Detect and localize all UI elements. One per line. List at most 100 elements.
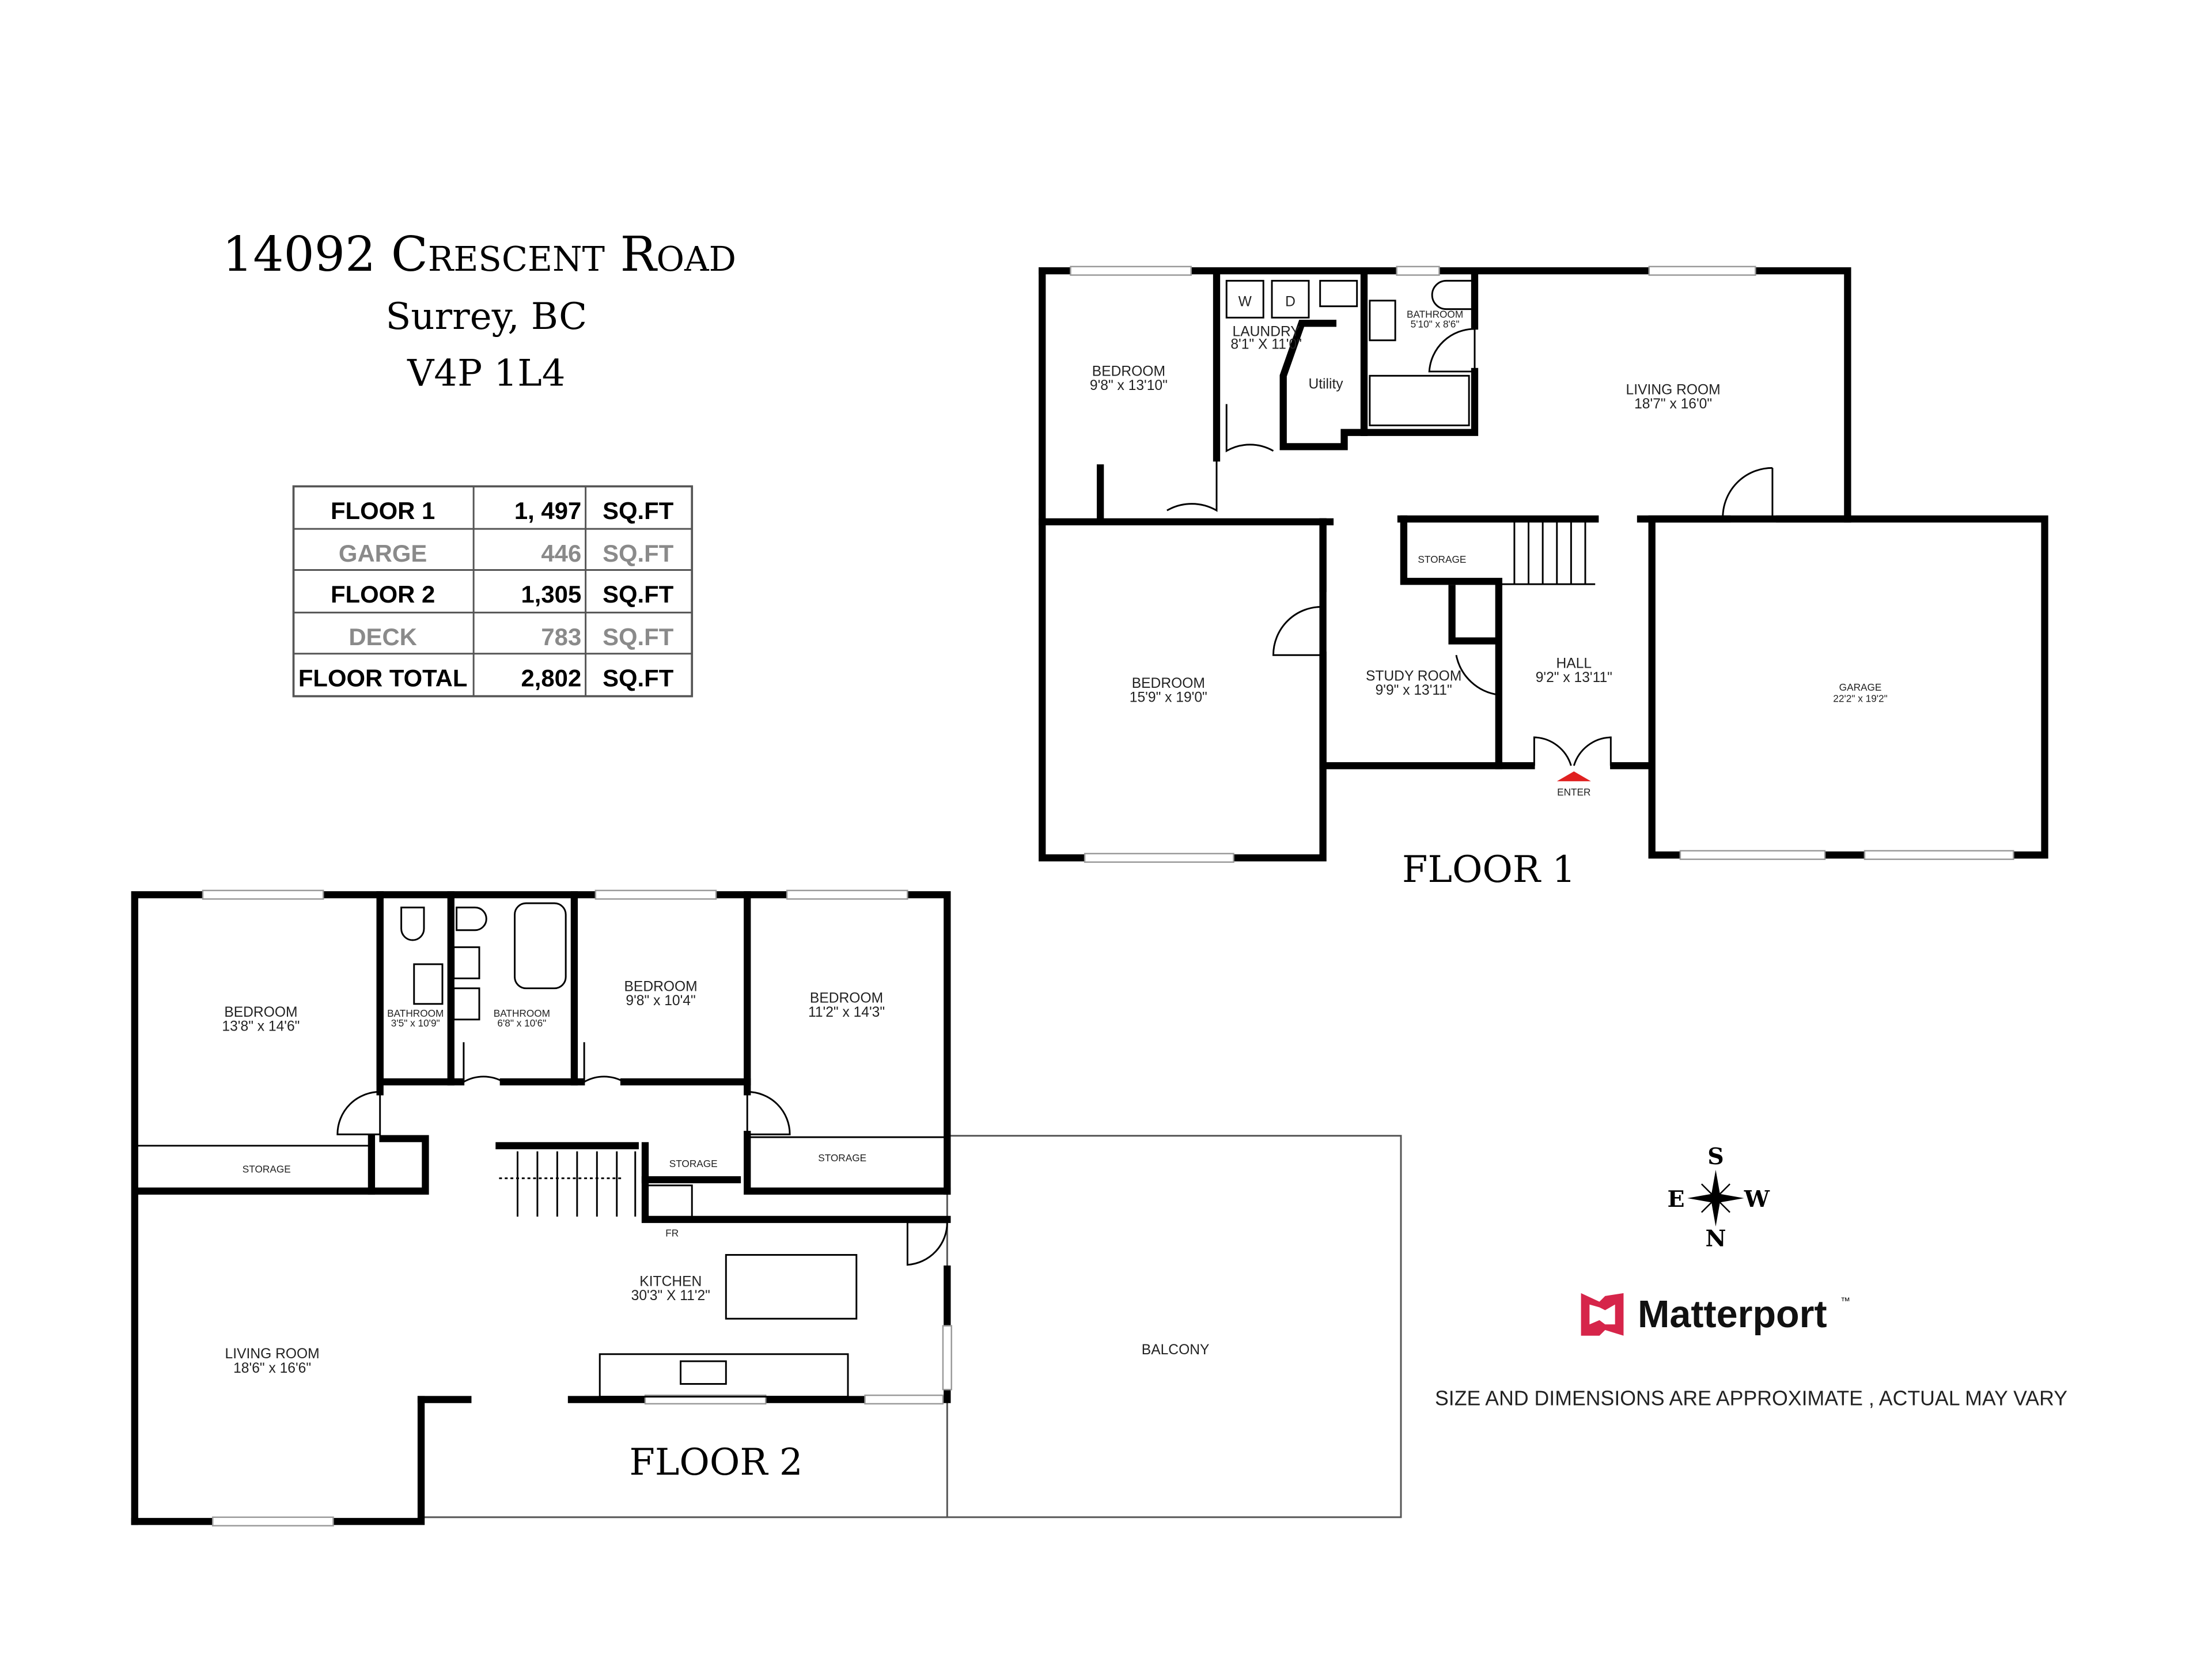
compass-west: W — [1744, 1186, 1770, 1213]
door — [906, 1221, 948, 1266]
toilet — [456, 906, 487, 931]
room-name: BEDROOM — [1132, 676, 1205, 691]
room-name: LIVING ROOM — [1626, 382, 1721, 397]
dryer-label: D — [1285, 294, 1296, 310]
room-name: BATHROOM — [1407, 308, 1463, 320]
room-size: 9'2" x 13'11" — [1536, 670, 1612, 685]
trademark: ™ — [1840, 1296, 1850, 1307]
compass-east: E — [1668, 1186, 1685, 1213]
toilet — [400, 906, 425, 941]
area-label: FLOOR 2 — [331, 581, 435, 608]
compass-north: N — [1705, 1226, 1726, 1252]
property-header: 14092 Crescent Road Surrey, BC V4P 1L4 — [222, 226, 736, 395]
room-name: KITCHEN — [639, 1274, 702, 1290]
area-label: FLOOR TOTAL — [298, 664, 468, 691]
floor1-labels: W D BEDROOM 9'8" x 13'10" LAUNDRY 8'1" X… — [1090, 294, 1888, 891]
room-size: 9'8" x 13'10" — [1090, 378, 1168, 393]
room-size: 9'9" x 13'11" — [1376, 683, 1452, 698]
room-name: BEDROOM — [224, 1005, 297, 1020]
floor2-labels: BEDROOM 13'8" x 14'6" BATHROOM 3'5" x 10… — [222, 979, 1209, 1484]
property-postal-code: V4P 1L4 — [407, 353, 565, 395]
bathroom-sink — [413, 963, 444, 1005]
window — [1070, 266, 1192, 276]
window — [1648, 266, 1756, 276]
stairs — [499, 1151, 637, 1217]
stairs — [1498, 521, 1596, 585]
area-label: DECK — [349, 623, 417, 650]
room-size: 8'1" X 11'0" — [1230, 337, 1302, 353]
area-value: 783 — [541, 623, 581, 650]
floor1-plan: W D BEDROOM 9'8" x 13'10" LAUNDRY 8'1" X… — [1039, 266, 2048, 891]
door — [463, 1042, 504, 1084]
door — [1455, 645, 1500, 696]
compass: S N E W — [1668, 1143, 1770, 1252]
area-table: FLOOR 1 1, 497 SQ.FT GARGE 446 SQ.FT FLO… — [292, 485, 694, 698]
room-size: 22'2" x 19'2" — [1833, 692, 1887, 704]
bathtub — [514, 902, 567, 990]
window — [212, 1516, 334, 1527]
door — [1272, 606, 1324, 656]
dryer — [1271, 279, 1310, 319]
room-size: 6'8" x 10'6" — [497, 1017, 546, 1029]
floor2-plan: BEDROOM 13'8" x 14'6" BATHROOM 3'5" x 10… — [131, 889, 1402, 1527]
compass-south: S — [1707, 1143, 1724, 1170]
door — [336, 1090, 381, 1135]
room-size: 11'2" x 14'3" — [808, 1005, 885, 1020]
door — [1722, 467, 1774, 520]
area-unit: SQ.FT — [603, 664, 674, 691]
entrance-arrow-icon — [1556, 771, 1591, 782]
kitchen-counter — [599, 1353, 849, 1398]
room-size: 13'8" x 14'6" — [222, 1019, 300, 1035]
room-name: BATHROOM — [387, 1007, 444, 1019]
floor1-title: FLOOR 1 — [1402, 849, 1575, 891]
area-value: 2,802 — [521, 664, 582, 691]
matterport-wordmark: Matterport — [1638, 1293, 1827, 1336]
door — [1225, 404, 1274, 453]
area-unit: SQ.FT — [603, 581, 674, 608]
window — [786, 889, 908, 900]
room-size: 5'10" x 8'6" — [1411, 319, 1460, 330]
toilet — [1431, 279, 1472, 310]
window — [1679, 850, 1826, 860]
room-name: LAUNDRY — [1233, 324, 1300, 339]
balcony-label: BALCONY — [1142, 1342, 1210, 1358]
storage-label: STORAGE — [1418, 554, 1466, 565]
window — [594, 889, 717, 900]
entry-double-door — [1533, 736, 1612, 766]
fridge — [645, 1184, 693, 1221]
window — [1863, 850, 2014, 860]
window — [864, 1394, 944, 1405]
room-name: GARAGE — [1839, 681, 1882, 693]
room-name: BEDROOM — [1092, 363, 1165, 379]
room-size: 9'8" x 10'4" — [626, 993, 695, 1009]
area-row-floor2: FLOOR 2 1,305 SQ.FT — [331, 581, 674, 608]
area-unit: SQ.FT — [603, 497, 674, 524]
floor1-walls — [1039, 266, 2048, 863]
area-row-deck: DECK 783 SQ.FT — [349, 623, 673, 650]
room-name: LIVING ROOM — [225, 1346, 320, 1362]
area-label: FLOOR 1 — [331, 497, 435, 524]
area-row-total: FLOOR TOTAL 2,802 SQ.FT — [298, 664, 674, 691]
door — [1166, 461, 1218, 512]
door — [1428, 328, 1476, 373]
room-size: 18'7" x 16'0" — [1634, 396, 1712, 412]
window — [202, 889, 324, 900]
room-name: HALL — [1556, 656, 1592, 671]
floor2-walls — [131, 889, 1402, 1527]
enter-label: ENTER — [1557, 786, 1590, 798]
shower — [1369, 374, 1470, 426]
bathroom-sink — [453, 946, 480, 979]
kitchen-sink — [680, 1360, 727, 1385]
room-name: STUDY ROOM — [1366, 669, 1461, 684]
window — [1396, 266, 1440, 276]
area-label: GARGE — [339, 540, 427, 567]
disclaimer: SIZE AND DIMENSIONS ARE APPROXIMATE , AC… — [1435, 1387, 2067, 1410]
room-name: BEDROOM — [624, 979, 697, 995]
area-row-garage: GARGE 446 SQ.FT — [339, 540, 674, 567]
fridge-label: FR — [665, 1227, 679, 1238]
area-unit: SQ.FT — [603, 540, 674, 567]
door — [583, 1042, 624, 1084]
window — [1084, 853, 1234, 863]
matterport-logo-icon — [1581, 1293, 1624, 1336]
